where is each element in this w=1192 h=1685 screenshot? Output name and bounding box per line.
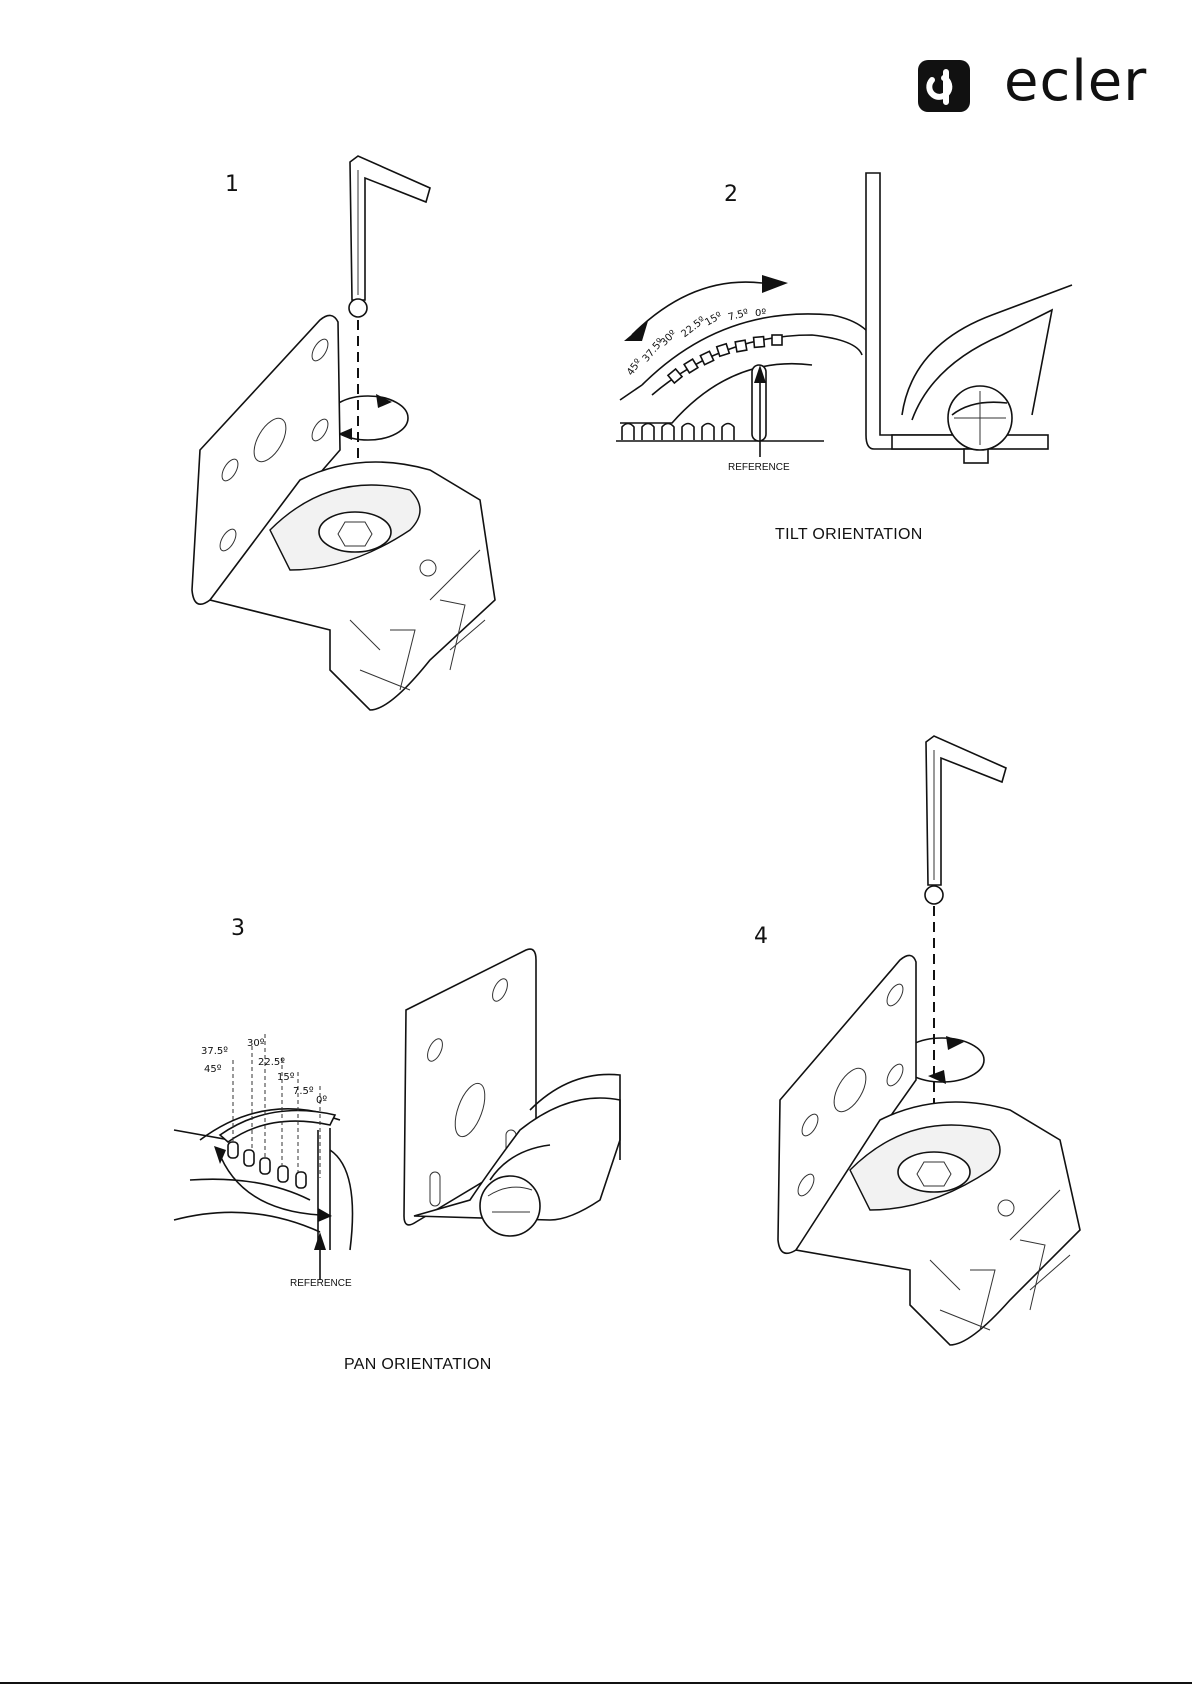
pan-angle-22-5: 22.5º bbox=[258, 1057, 285, 1068]
pan-angle-45: 45º bbox=[204, 1064, 221, 1075]
pan-angle-0: 0º bbox=[316, 1095, 327, 1106]
page-bottom-rule bbox=[0, 1682, 1192, 1684]
pan-angle-7-5: 7.5º bbox=[293, 1086, 314, 1097]
hex-key-icon bbox=[349, 156, 430, 317]
pan-angle-30: 30º bbox=[247, 1038, 264, 1049]
figure-2-tilt-detail bbox=[612, 165, 1072, 485]
step-number-4: 4 bbox=[754, 924, 768, 949]
figure-4-bracket-hexkey bbox=[770, 730, 1110, 1350]
brand-wordmark: ecler bbox=[1004, 52, 1147, 112]
pan-orientation-caption: PAN ORIENTATION bbox=[344, 1356, 492, 1374]
pan-angle-37-5: 37.5º bbox=[201, 1046, 228, 1057]
tilt-orientation-caption: TILT ORIENTATION bbox=[775, 526, 923, 544]
ecler-logo-mark-icon bbox=[916, 58, 976, 118]
pan-angle-15: 15º bbox=[277, 1072, 294, 1083]
figure-3-pan-detail bbox=[170, 950, 630, 1320]
figure-1-bracket-hexkey bbox=[180, 150, 580, 730]
tilt-angle-0: 0º bbox=[755, 308, 766, 319]
hex-key-icon bbox=[925, 736, 1006, 904]
step-number-3: 3 bbox=[231, 916, 245, 941]
pan-reference-label: REFERENCE bbox=[290, 1278, 352, 1289]
tilt-reference-label: REFERENCE bbox=[728, 462, 790, 473]
